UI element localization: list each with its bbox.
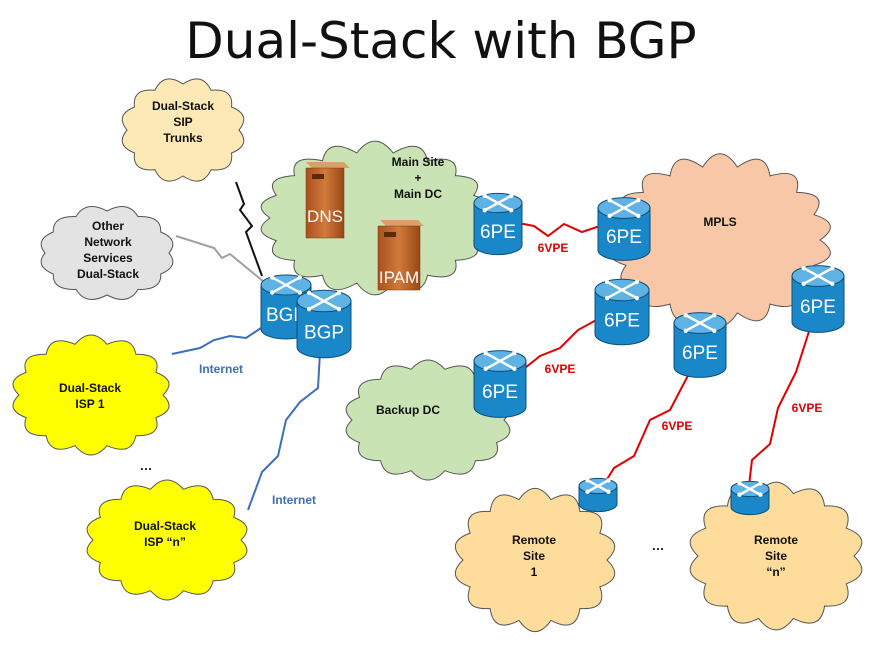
cloud-backup-label: Backup DC [376,403,440,417]
cloud-ispn-label: ISP “n” [144,535,186,549]
cloud-other-shape [40,206,174,300]
cloud-sip-label: Dual-Stack [152,99,214,113]
router-6pe-backup[interactable]: 6PE [473,350,527,418]
router-6pe-main[interactable]: 6PE [473,192,523,256]
cloud-sip-shape [121,78,245,182]
router-bgp-1-label: BGP [266,305,306,326]
link-label-6vpe-main: 6VPE [538,241,569,255]
cloud-backup: Backup DC [345,359,511,481]
cloud-remoten-label: “n” [766,565,785,579]
cloud-main-shape [260,140,490,296]
router-bgp-2[interactable]: BGP [296,289,352,359]
links-layer [171,181,813,511]
cloud-isp1-label: ISP 1 [75,397,104,411]
cloud-remoten-shape [689,481,863,631]
clouds-layer: Dual-StackSIPTrunksOtherNetworkServicesD… [12,78,863,633]
cloud-main-label: + [414,171,421,185]
cloud-ispn-shape [86,479,248,601]
link-remoten-mpls [747,321,813,495]
cloud-isp1-shape [12,334,170,456]
link-ispn-bgp [247,351,321,511]
router-6pe-mpls-top-label: 6PE [606,227,642,248]
cloud-sip-label: Trunks [163,131,203,145]
link-isp1-bgp [171,321,271,355]
cloud-remote1-shape [454,487,616,633]
router-remote-1[interactable] [578,477,618,513]
link-label-6vpe-backup: 6VPE [545,362,576,376]
router-6pe-mpls-backup-label: 6PE [604,310,640,331]
cloud-other-label: Other [92,219,124,233]
labels-layer: 6VPE6VPE6VPE6VPEInternetInternet…… [140,241,823,553]
router-6pe-mpls-remote-label: 6PE [682,343,718,364]
cloud-backup-shape [345,359,511,481]
ellipsis-remote: … [652,538,665,553]
router-6pe-mpls-right-label: 6PE [800,297,836,318]
cloud-remote1-label: Remote [512,533,556,547]
link-remote1-mpls [597,363,695,495]
router-6pe-mpls-top[interactable]: 6PE [597,197,651,261]
cloud-main-label: Main Site [392,155,445,169]
link-backup-mpls [519,317,601,373]
cloud-other-label: Network [84,235,132,249]
cloud-remote1-label: 1 [531,565,538,579]
cloud-other-label: Services [83,251,133,265]
cloud-mpls: MPLS [609,153,831,327]
router-remote-n[interactable] [730,480,770,516]
cloud-main: Main Site + Main DC [260,140,490,296]
cloud-remote1-label: Site [523,549,545,563]
link-label-6vpe-remoten: 6VPE [792,401,823,415]
cloud-sip-label: SIP [173,115,192,129]
ipam-server: IPAM [377,220,424,291]
page-title: Dual-Stack with BGP [185,12,696,70]
router-6pe-mpls-backup[interactable]: 6PE [594,278,650,346]
link-other-bgp [175,235,265,283]
cloud-other-label: Dual-Stack [77,267,139,281]
dns-server: DNS [305,162,350,239]
ellipsis-isp: … [140,458,153,473]
router-6pe-mpls-remote[interactable]: 6PE [673,312,727,378]
cloud-mpls-label: MPLS [703,215,736,229]
router-6pe-mpls-right[interactable]: 6PE [791,265,845,333]
link-sip-bgp [235,181,263,277]
cloud-remoten-label: Site [765,549,787,563]
link-main-mpls [517,222,601,238]
cloud-remoten-label: Remote [754,533,798,547]
cloud-isp1-label: Dual-Stack [59,381,121,395]
router-6pe-main-label: 6PE [480,222,516,243]
link-label-internet-isp1: Internet [199,362,243,376]
dns-label: DNS [307,207,343,226]
cloud-main-label: Main DC [394,187,442,201]
link-label-6vpe-remote1: 6VPE [662,419,693,433]
router-bgp-2-label: BGP [304,322,344,343]
link-label-internet-ispn: Internet [272,493,316,507]
router-6pe-backup-label: 6PE [482,382,518,403]
cloud-ispn-label: Dual-Stack [134,519,196,533]
ipam-label: IPAM [379,268,419,287]
